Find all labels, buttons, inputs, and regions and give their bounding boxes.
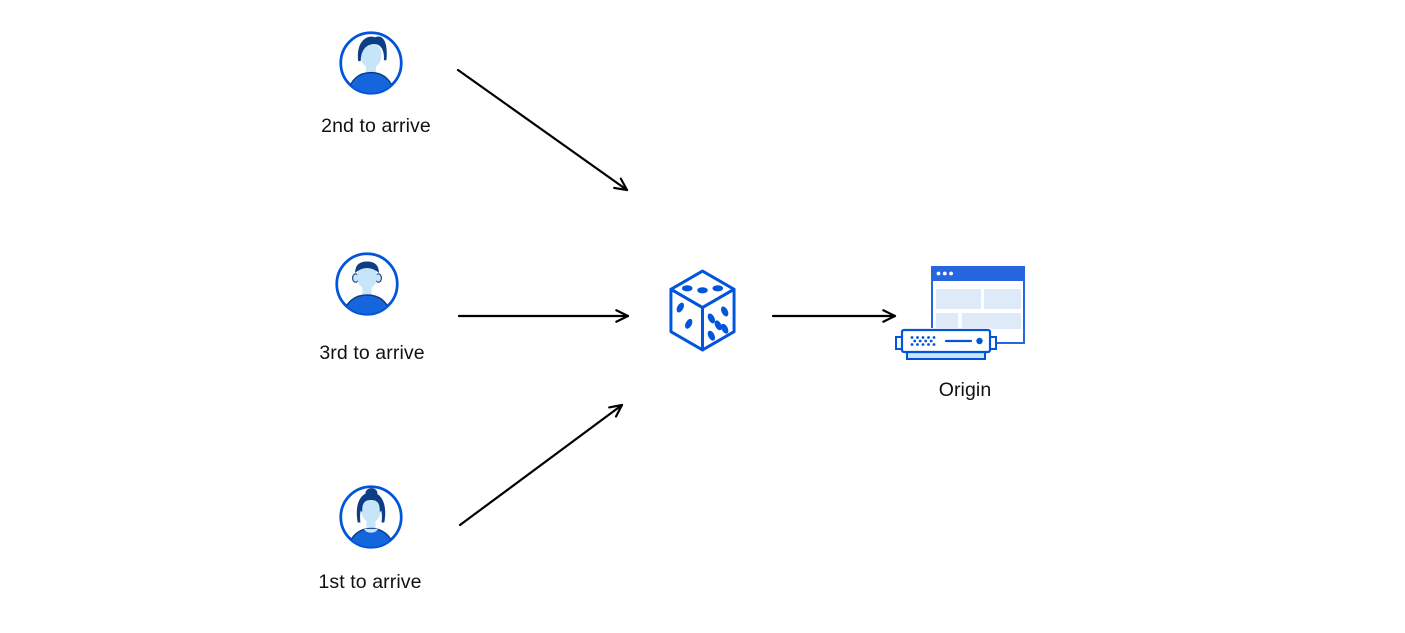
user-avatar-man-short-hair-icon bbox=[335, 252, 399, 316]
arrow-1st-to-dice bbox=[458, 403, 624, 527]
user-avatar-woman-bun-icon bbox=[339, 485, 403, 549]
avatar-hair bbox=[357, 36, 387, 62]
avatar-face bbox=[356, 264, 378, 290]
origin-label: Origin bbox=[938, 379, 992, 401]
avatar-face bbox=[360, 42, 382, 69]
avatar-neckline bbox=[364, 528, 378, 533]
origin-node bbox=[892, 258, 1028, 364]
window-dot bbox=[936, 271, 941, 276]
window-dot bbox=[949, 271, 953, 276]
arrow-3rd-to-dice bbox=[457, 309, 630, 323]
client-label-2nd: 2nd to arrive bbox=[321, 115, 431, 137]
dice-icon bbox=[669, 269, 736, 352]
server-icon bbox=[895, 328, 997, 363]
server-led bbox=[976, 337, 983, 345]
user-avatar-man-pompadour-icon bbox=[339, 31, 403, 95]
arrow-dice-to-origin bbox=[771, 309, 897, 323]
browser-content-blocks bbox=[936, 289, 1021, 329]
dice-pips bbox=[676, 285, 729, 341]
client-label-1st: 1st to arrive bbox=[318, 571, 422, 593]
avatar-hair bbox=[355, 261, 379, 273]
origin-browser-and-server-icon bbox=[895, 266, 1025, 363]
server-vent-dots bbox=[910, 336, 936, 346]
avatar-hair-front bbox=[360, 495, 382, 512]
router-node-dice bbox=[667, 268, 738, 353]
avatar-face bbox=[361, 498, 381, 523]
arrow-2nd-to-dice bbox=[456, 68, 629, 192]
client-label-3rd: 3rd to arrive bbox=[319, 342, 425, 364]
client-node-2nd bbox=[338, 30, 404, 96]
client-node-1st bbox=[338, 484, 404, 550]
window-dot bbox=[942, 271, 947, 276]
client-node-3rd bbox=[334, 251, 400, 317]
